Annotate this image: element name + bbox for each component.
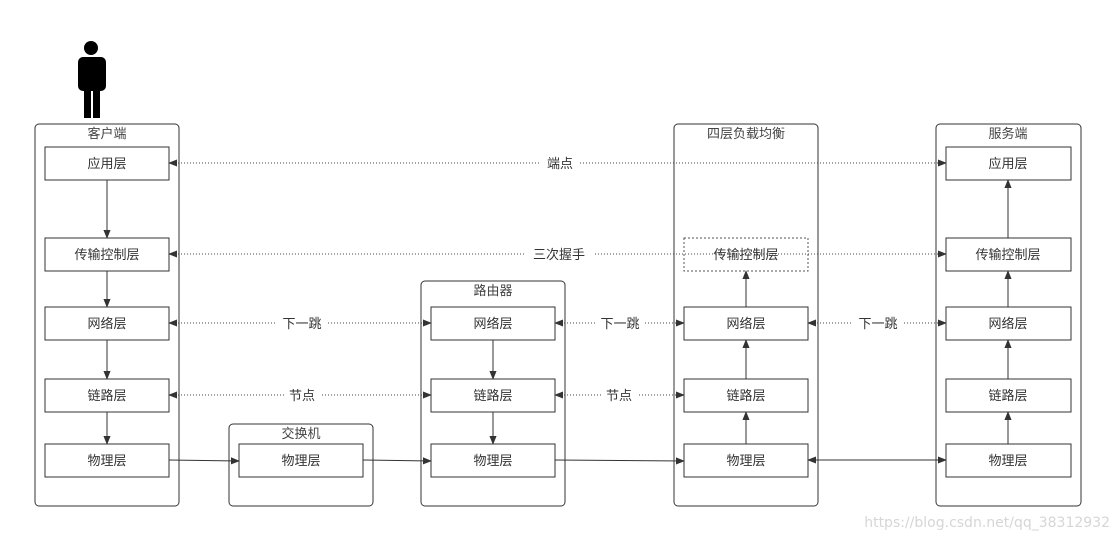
server-physical-label: 物理层 xyxy=(988,454,1027,469)
lb4-title: 四层负载均衡 xyxy=(707,127,785,142)
server-group xyxy=(935,123,1082,507)
client-transport-label: 传输控制层 xyxy=(74,247,139,263)
server-transport-label: 传输控制层 xyxy=(975,247,1040,263)
next-hop-label-1: 下一跳 xyxy=(282,317,321,332)
server-app-layer xyxy=(945,146,1072,181)
client-title: 客户端 xyxy=(87,126,126,142)
client-to-switch-physical-arrow xyxy=(168,457,240,465)
lb4-transport-label: 传输控制层 xyxy=(713,247,778,263)
node-label-2: 节点 xyxy=(606,389,632,404)
server-app-label: 应用层 xyxy=(988,156,1027,172)
lb4-group xyxy=(673,123,819,507)
lb4-link-label: 链路层 xyxy=(726,388,765,404)
client-network-layer xyxy=(44,306,170,341)
next-hop-label-2: 下一跳 xyxy=(600,317,639,332)
client-transport-layer xyxy=(44,237,170,272)
client-link-label: 链路层 xyxy=(87,388,126,404)
switch-physical-label: 物理层 xyxy=(281,454,320,469)
watermark: https://blog.csdn.net/qq_38312932 xyxy=(864,515,1110,531)
switch-physical-layer xyxy=(238,443,364,478)
router-to-lb4-physical-arrow xyxy=(554,457,685,465)
endpoint-label: 端点 xyxy=(547,157,573,172)
server-link-label: 链路层 xyxy=(988,388,1027,404)
server-title: 服务端 xyxy=(988,126,1027,142)
lb4-network-label: 网络层 xyxy=(726,316,765,332)
client-app-label: 应用层 xyxy=(87,156,126,172)
lb4-link-layer xyxy=(683,378,809,413)
client-network-label: 网络层 xyxy=(87,316,126,332)
lb4-physical-label: 物理层 xyxy=(726,454,765,469)
server-physical-layer xyxy=(945,443,1072,478)
server-network-label: 网络层 xyxy=(988,316,1027,332)
lb4-network-layer xyxy=(683,306,809,341)
router-title: 路由器 xyxy=(473,283,512,299)
next-hop-label-3: 下一跳 xyxy=(858,317,897,332)
person-icon xyxy=(78,41,106,118)
router-link-label: 链路层 xyxy=(473,388,512,404)
switch-to-router-physical-arrow xyxy=(362,457,432,465)
server-transport-layer xyxy=(945,237,1072,272)
client-physical-layer xyxy=(44,443,170,478)
handshake-label: 三次握手 xyxy=(533,247,585,263)
router-network-label: 网络层 xyxy=(473,316,512,332)
client-physical-label: 物理层 xyxy=(87,454,126,469)
switch-title: 交换机 xyxy=(281,426,320,442)
router-network-layer xyxy=(430,306,556,341)
server-link-layer xyxy=(945,378,1072,413)
switch-group xyxy=(228,423,374,507)
router-physical-label: 物理层 xyxy=(473,454,512,469)
node-label-1: 节点 xyxy=(289,389,315,404)
client-group xyxy=(34,123,180,507)
